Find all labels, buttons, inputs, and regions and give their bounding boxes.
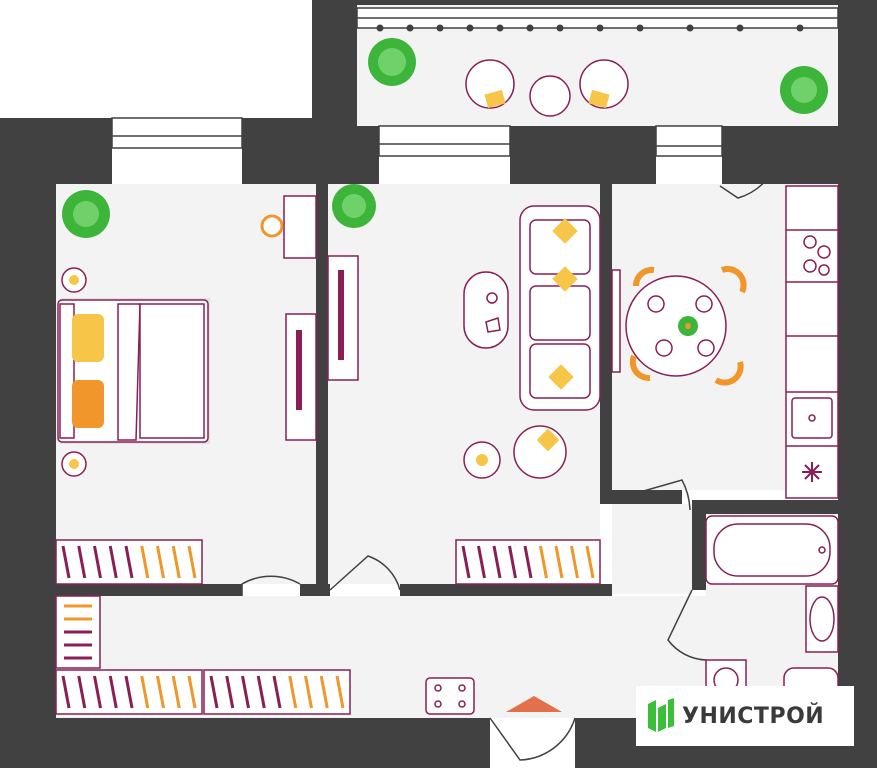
hanger	[108, 545, 118, 579]
hanger	[319, 675, 329, 709]
cushion	[552, 218, 578, 244]
living-room	[327, 205, 601, 479]
hanger	[256, 675, 266, 709]
hanger	[124, 675, 134, 709]
cushion	[548, 364, 574, 390]
hanger	[508, 545, 517, 579]
hanger	[554, 545, 564, 579]
nightstand-lamp-icon	[61, 451, 87, 477]
plant-icon	[62, 190, 110, 238]
floor-lamp-icon	[463, 441, 501, 479]
hanger	[93, 545, 102, 579]
desk	[283, 195, 317, 259]
windows	[111, 7, 839, 157]
hanger	[272, 675, 282, 709]
plant-icon	[332, 184, 376, 228]
bench	[611, 269, 621, 373]
brand-name: УНИСТРОЙ	[682, 703, 825, 729]
desk-chair	[260, 214, 284, 238]
hanger	[77, 545, 87, 579]
hanger	[209, 675, 219, 709]
dining-table	[625, 275, 727, 377]
window-kitchen	[655, 125, 723, 157]
hanger	[585, 545, 595, 579]
plant-icon	[368, 38, 416, 86]
hanger	[93, 675, 102, 709]
flower-vase-icon	[678, 316, 698, 336]
armchair	[513, 425, 567, 479]
hanger	[124, 545, 134, 579]
hanger	[539, 545, 548, 579]
hanger	[61, 545, 71, 579]
hanger	[461, 545, 471, 579]
hanger	[241, 675, 250, 709]
nightstand-lamp-icon	[61, 267, 87, 293]
hanger	[570, 545, 579, 579]
snowflake-icon	[802, 462, 822, 482]
hallway	[425, 677, 475, 715]
hanger	[156, 545, 165, 579]
hanger	[335, 675, 345, 709]
window-living	[378, 125, 511, 157]
hangers	[61, 545, 595, 709]
hanger	[187, 675, 197, 709]
window-bedroom	[111, 117, 243, 149]
kitchen	[611, 185, 839, 499]
unistroy-logo-icon	[648, 698, 674, 732]
hanger	[140, 545, 150, 579]
hanger	[140, 675, 150, 709]
stove-icon	[803, 235, 831, 276]
doors	[241, 159, 779, 761]
hanger	[304, 675, 313, 709]
hanger	[288, 675, 298, 709]
kitchen-counter	[785, 185, 839, 499]
hanger	[156, 675, 165, 709]
entrance-arrow-icon	[506, 696, 562, 712]
shoe-cabinet	[425, 677, 475, 715]
hanger	[171, 545, 181, 579]
pillow	[72, 380, 104, 428]
hanger	[225, 675, 235, 709]
hanger	[61, 675, 71, 709]
hanger	[108, 675, 118, 709]
hanger	[523, 545, 533, 579]
hanger	[77, 675, 87, 709]
brand-logo: УНИСТРОЙ	[636, 686, 854, 746]
hanger	[477, 545, 486, 579]
pillow	[72, 314, 104, 362]
balcony-furniture	[465, 59, 629, 117]
coffee-table	[463, 271, 509, 349]
plants	[62, 38, 828, 238]
cushion	[552, 266, 578, 292]
bedroom	[57, 195, 317, 477]
hanger	[187, 545, 197, 579]
plant-icon	[780, 66, 828, 114]
hanger	[492, 545, 502, 579]
balcony-table	[529, 75, 571, 117]
hanger	[171, 675, 181, 709]
